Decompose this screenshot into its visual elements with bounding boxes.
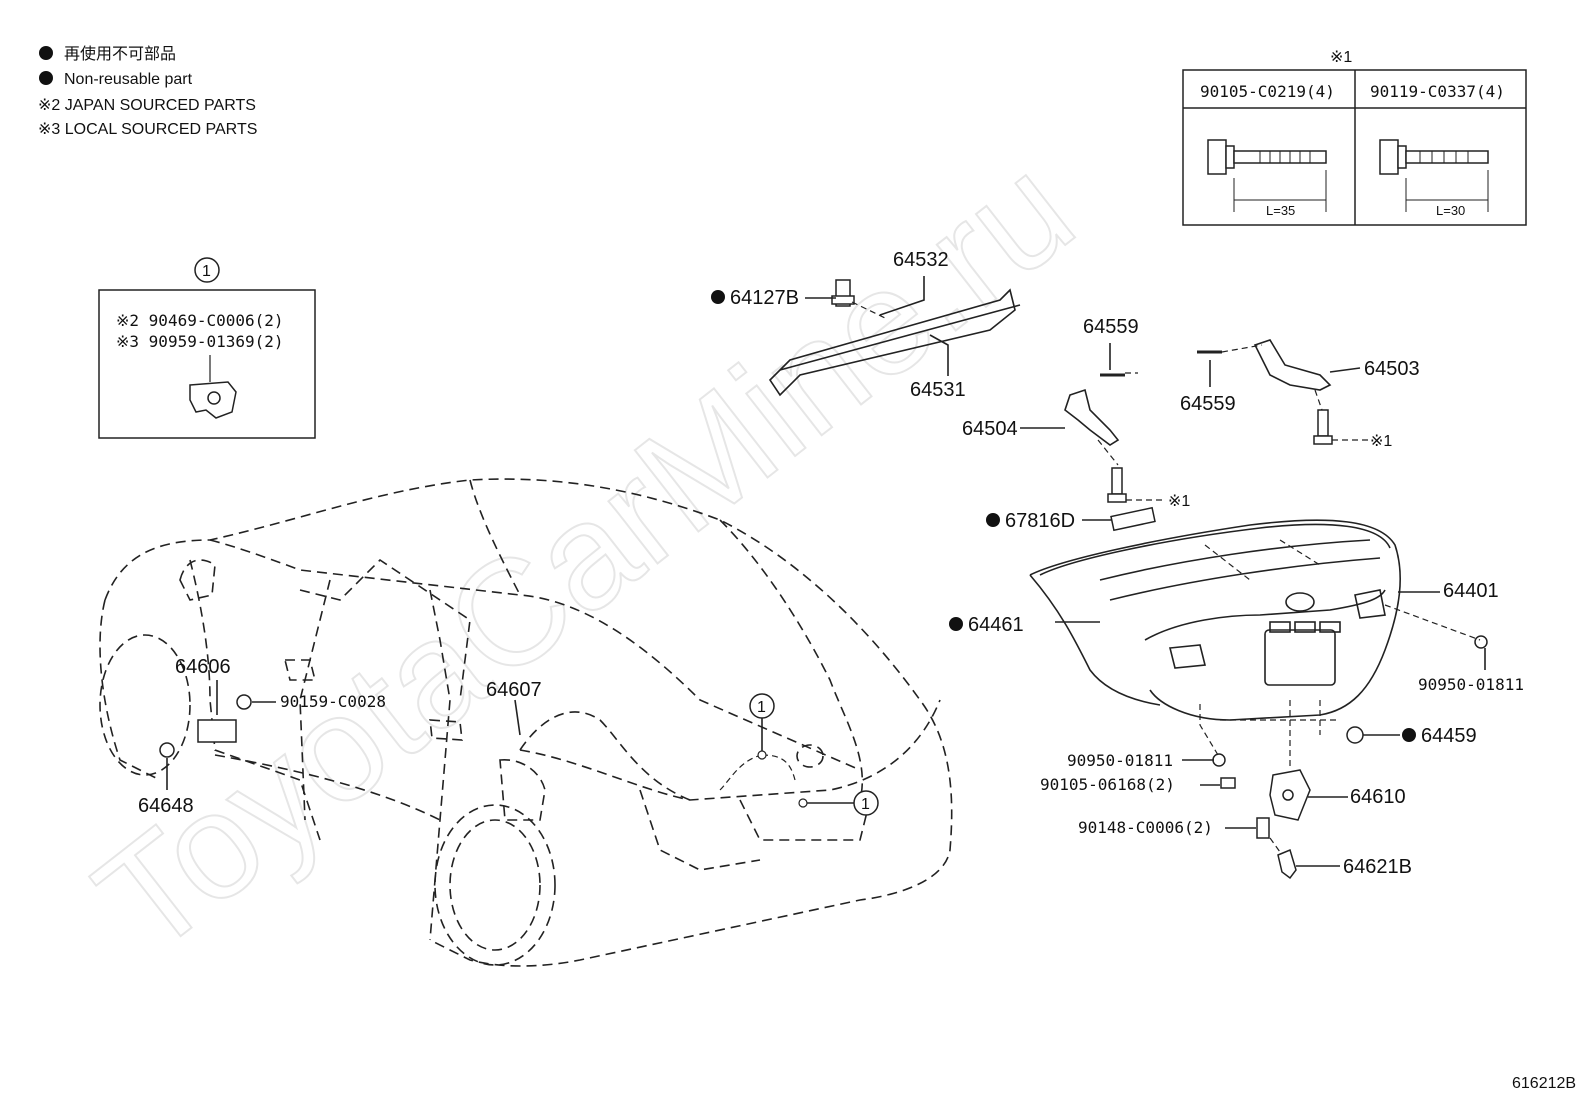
legend-line-1: 再使用不可部品	[64, 45, 176, 63]
label-ref-1a: ※1	[1370, 433, 1392, 450]
label-64559-b: 64559	[1180, 393, 1236, 415]
non-reusable-dot-icon	[39, 46, 53, 60]
legend-line-2: Non-reusable part	[64, 71, 193, 88]
label-64559-a: 64559	[1083, 316, 1139, 338]
hinge-right	[1253, 339, 1332, 391]
non-reusable-dot-icon	[1402, 728, 1416, 742]
label-64401: 64401	[1443, 580, 1499, 602]
label-90148: 90148-C0006(2)	[1078, 818, 1213, 837]
label-90950-b: 90950-01811	[1067, 751, 1173, 770]
clip-icon	[831, 279, 855, 307]
marker-1-a: 1	[757, 699, 766, 716]
callout-line-1: ※2 90469-C0006(2)	[116, 311, 284, 330]
bolt-icon	[1207, 139, 1327, 175]
clip-icon	[1474, 635, 1488, 649]
opener-icon	[159, 742, 175, 758]
bolt-icon	[1256, 817, 1270, 839]
non-reusable-dot-icon	[39, 71, 53, 85]
bolt-length-2: L=30	[1436, 203, 1465, 218]
label-64459: 64459	[1421, 725, 1477, 747]
part-labels: 64532 64127B 64531 64559 64559 64503 645…	[138, 249, 1524, 878]
leader-lines	[166, 276, 1486, 867]
seal-lead	[1204, 539, 1321, 581]
label-64531: 64531	[910, 379, 966, 401]
trunk-lid	[1029, 519, 1401, 721]
label-64621B: 64621B	[1343, 856, 1412, 878]
label-90950-a: 90950-01811	[1418, 675, 1524, 694]
bolt-icon	[1313, 409, 1333, 445]
actuator-icon	[197, 719, 237, 743]
label-90105: 90105-06168(2)	[1040, 775, 1175, 794]
non-reusable-dot-icon	[711, 290, 725, 304]
clip-icon	[1212, 753, 1226, 767]
bolt-table: ※1 90105-C0219(4) 90119-C0337(4) L=35	[1182, 49, 1527, 226]
legend: 再使用不可部品 Non-reusable part ※2 JAPAN SOURC…	[38, 45, 257, 138]
callout-box: 1 ※2 90469-C0006(2) ※3 90959-01369(2)	[98, 257, 316, 439]
label-64648: 64648	[138, 795, 194, 817]
car-body-outline	[99, 478, 953, 967]
clip-icon	[236, 694, 252, 710]
non-reusable-dot-icon	[949, 617, 963, 631]
label-64127B: 64127B	[730, 287, 799, 309]
label-64504: 64504	[962, 418, 1018, 440]
bolt-part-1: 90105-C0219(4)	[1200, 82, 1335, 101]
bolt-part-2: 90119-C0337(4)	[1370, 82, 1505, 101]
callout-line-2: ※3 90959-01369(2)	[116, 332, 284, 351]
label-67816D: 67816D	[1005, 510, 1075, 532]
bolt-icon	[1220, 777, 1236, 789]
bolt-icon	[1107, 467, 1127, 503]
non-reusable-dot-icon	[986, 513, 1000, 527]
bolt-table-ref: ※1	[1330, 49, 1352, 66]
label-90159: 90159-C0028	[280, 692, 386, 711]
callout-marker: 1	[202, 263, 211, 280]
label-64607: 64607	[486, 679, 542, 701]
label-64532: 64532	[893, 249, 949, 271]
label-64503: 64503	[1364, 358, 1420, 380]
legend-line-4: ※3 LOCAL SOURCED PARTS	[38, 121, 257, 138]
clip-icon	[189, 381, 237, 419]
striker-icon	[1277, 848, 1297, 880]
label-64610: 64610	[1350, 786, 1406, 808]
hinge-left	[1064, 388, 1120, 446]
latch-icon	[1269, 769, 1311, 821]
pin-icon	[1100, 350, 1222, 377]
diagram-id: 616212B	[1512, 1075, 1576, 1092]
torsion-bars	[768, 288, 1021, 397]
bolt-length-1: L=35	[1266, 203, 1295, 218]
label-64606: 64606	[175, 656, 231, 678]
legend-line-3: ※2 JAPAN SOURCED PARTS	[38, 97, 256, 114]
bumper-icon	[1346, 726, 1364, 744]
label-64461: 64461	[968, 614, 1024, 636]
label-ref-1b: ※1	[1168, 493, 1190, 510]
marker-1-b: 1	[861, 796, 870, 813]
sticker-icon	[1110, 506, 1156, 532]
bolt-icon	[1379, 139, 1489, 175]
